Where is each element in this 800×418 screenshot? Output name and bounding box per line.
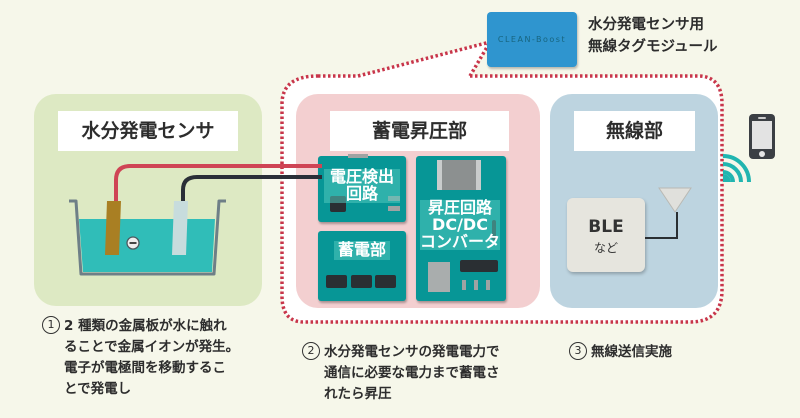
resistor-icon (486, 280, 490, 290)
tag-module-image: CLEAN-Boost (487, 12, 577, 67)
resistor-icon (348, 154, 368, 158)
clean-boost-logo: CLEAN-Boost (497, 35, 567, 44)
capacitor-icon (428, 262, 450, 292)
phone-screen (752, 121, 772, 149)
ic-chip-icon (326, 275, 347, 288)
resistor-icon (462, 280, 466, 290)
voltage-detect-label-line2: 回路 (345, 183, 378, 203)
tag-caption-line2: 無線タグモジュール (588, 39, 718, 55)
step-2-line: 水分発電センサの発電電力で (324, 344, 500, 360)
boost-converter-label: 昇圧回路 DC/DC コンバータ (420, 198, 501, 251)
step-1-line: とで発電し (64, 381, 132, 397)
voltage-detect-label-line1: 電圧検出 (329, 167, 394, 186)
step-1-line: 電子が電極間を移動するこ (64, 360, 226, 376)
boost-label-line2: DC/DC (432, 214, 488, 234)
ble-module-sublabel: など (593, 241, 618, 255)
step-2-line: 通信に必要な電力まで蓄電さ (324, 365, 500, 381)
step-3-description: 3 無線送信実施 (569, 342, 729, 363)
boost-label-line1: 昇圧回路 (427, 198, 492, 217)
step-number-badge: 2 (302, 342, 320, 360)
phone-home-button (759, 151, 765, 157)
step-1-description: 1 2 種類の金属板が水に触れ ることで金属イオンが発生。 電子が電極間を移動す… (42, 316, 262, 400)
ble-module: BLE など (567, 198, 645, 272)
radio-panel-title: 無線部 (574, 111, 695, 151)
boost-converter-board: 昇圧回路 DC/DC コンバータ (416, 156, 506, 301)
step-number-badge: 1 (42, 316, 60, 334)
radio-panel: 無線部 BLE など (550, 94, 718, 308)
inductor-icon (437, 160, 481, 190)
sensor-panel: 水分発電センサ (34, 94, 262, 306)
step-1-line: ることで金属イオンが発生。 (64, 339, 240, 355)
ic-chip-icon (375, 275, 396, 288)
voltage-detect-board: 電圧検出 回路 (318, 154, 406, 222)
tag-caption-line1: 水分発電センサ用 (588, 17, 704, 33)
ic-chip-icon (351, 275, 372, 288)
voltage-detect-label: 電圧検出 回路 (324, 167, 400, 203)
sensor-panel-title: 水分発電センサ (58, 111, 238, 151)
step-2-line: れたら昇圧 (324, 386, 392, 402)
charge-boost-panel: 蓄電昇圧部 電圧検出 回路 蓄電部 昇圧回路 DC/DC コンバータ (296, 94, 540, 308)
step-3-line: 無線送信実施 (591, 344, 672, 360)
phone-speaker (758, 117, 766, 119)
capacitor-icon (388, 206, 400, 211)
wireless-signal-icon (722, 154, 751, 183)
tag-module-caption: 水分発電センサ用 無線タグモジュール (588, 14, 717, 58)
storage-label: 蓄電部 (334, 241, 390, 260)
boost-label-line3: コンバータ (420, 231, 501, 251)
resistor-icon (474, 280, 478, 290)
ble-module-label: BLE (588, 217, 624, 237)
charge-boost-panel-title: 蓄電昇圧部 (330, 111, 509, 151)
storage-board: 蓄電部 (318, 231, 406, 301)
ic-chip-icon (460, 260, 498, 272)
wireless-signal-dot (723, 174, 731, 182)
step-number-badge: 3 (569, 342, 587, 360)
step-2-description: 2 水分発電センサの発電電力で 通信に必要な電力まで蓄電さ れたら昇圧 (302, 342, 532, 405)
step-1-line: 2 種類の金属板が水に触れ (64, 318, 227, 334)
smartphone-icon (749, 114, 775, 159)
